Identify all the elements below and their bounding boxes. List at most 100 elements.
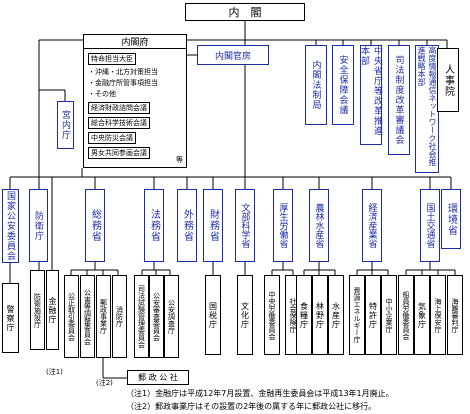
- agency-box: 公安審査委員会: [149, 275, 164, 358]
- ministry-label: 環境省: [445, 202, 457, 236]
- ministry-label: 農林水産省: [313, 203, 324, 248]
- ministry-label: 外務省: [181, 209, 193, 242]
- postal-corp-label: 郵 政 公 社: [138, 373, 178, 382]
- judicial-reform-council-box: 司法制度改革審議会: [388, 45, 410, 155]
- fsa-label: 金融庁: [48, 296, 57, 324]
- cabinet-box: 内 閣: [185, 3, 305, 21]
- agency-label: 資源エネルギー庁: [353, 287, 361, 343]
- imperial-household-box: 宮内庁: [57, 101, 74, 149]
- agency-label: 消防庁: [115, 306, 124, 327]
- agency-box: 中央労働委員会: [264, 275, 280, 355]
- fdma-box: 消防庁: [112, 275, 127, 358]
- ministry-nourin-box: 農林水産省: [309, 189, 329, 262]
- agency-box: 司法試験管理委員会: [134, 275, 149, 358]
- ministry-label: 財務省: [207, 209, 219, 242]
- agency-box: 郵政事業庁: [96, 275, 111, 358]
- minister-duty: ・沖縄・北方対策担当: [88, 68, 158, 76]
- ministry-kankyou-box: 環境省: [441, 189, 461, 249]
- agency-label: 社会保険庁: [289, 297, 297, 333]
- agency-box: 資源エネルギー庁: [349, 275, 365, 355]
- agency-label: 林野庁: [315, 301, 325, 329]
- agency-label: 特許庁: [368, 301, 378, 329]
- defense-agency-box: 防衛庁: [29, 189, 48, 262]
- fsa-box: 金融庁: [46, 270, 59, 350]
- ministry-label: 経済産業省: [366, 203, 377, 248]
- agency-box: 国税庁: [205, 275, 221, 355]
- agency-box: 気象庁: [414, 275, 430, 355]
- defense-facilities-box: 防衛施設庁: [30, 270, 45, 350]
- agency-box: 公正取引委員会: [64, 275, 79, 358]
- ministry-soumu-box: 総務省: [85, 189, 105, 262]
- council-box: 中央防災会議: [88, 132, 136, 144]
- top-body-label: 司法制度改革審議会: [393, 55, 404, 145]
- top-body-label: 内閣法制局: [310, 60, 321, 110]
- cabinet-office-box: 内閣府 特命担当大臣 ・沖縄・北方対策担当 ・金融庁所管事項担当 ・その他 経済…: [83, 34, 187, 168]
- agency-label: 公安審査委員会: [152, 292, 161, 341]
- ministry-label: 法務省: [148, 209, 160, 242]
- agency-label: 気象庁: [417, 301, 427, 329]
- it-strategy-headquarters-box: 高度情報通信ネットワーク社会推進戦略本部: [415, 45, 439, 173]
- ministry-kousei-box: 厚生労働省: [273, 189, 293, 262]
- minister-duty: ・金融庁所管事項担当: [88, 79, 158, 87]
- ministry-gaimu-box: 外務省: [177, 189, 197, 262]
- minister-duty: ・その他: [88, 90, 116, 98]
- agency-label: 海上保安庁: [434, 297, 442, 333]
- npa-label: 警察庁: [6, 304, 15, 332]
- top-body-label: 高度情報通信ネットワーク社会推進戦略本部: [417, 46, 437, 166]
- agency-label: 郵政事業庁: [99, 299, 108, 334]
- personnel-authority-box: 人事院: [437, 48, 459, 112]
- top-body-label: 中央省庁等改革推進本部: [359, 46, 382, 136]
- note-ref-1: (注1): [46, 368, 63, 376]
- agency-box: 公安調査庁: [164, 275, 179, 358]
- minister-box: 特命担当大臣: [88, 53, 136, 65]
- security-council-box: 安全保障会議: [332, 45, 354, 125]
- npa-box: 警察庁: [2, 283, 19, 353]
- agency-label: 食糧庁: [299, 301, 309, 329]
- agency-box: 林野庁: [312, 275, 328, 355]
- note-1: （注1）金融庁は平成12年7月設置、金融再生委員会は平成13年1月廃止。: [126, 389, 394, 398]
- ministry-label: 文部科学省: [239, 203, 250, 248]
- agency-label: 国税庁: [208, 301, 218, 329]
- ministry-keizai-box: 経済産業省: [362, 189, 382, 262]
- agency-box: 船員労働委員会: [398, 275, 414, 355]
- council-etc: 等: [176, 156, 183, 164]
- npsc-box: 国家公安委員会: [2, 189, 19, 263]
- top-body-label: 安全保障会議: [337, 55, 348, 115]
- defense-facilities-label: 防衛施設庁: [33, 292, 42, 328]
- ministry-label: 国土交通省: [424, 203, 435, 248]
- agency-box: 海難審判庁: [447, 275, 463, 355]
- agency-label: 中央労働委員会: [268, 290, 276, 340]
- agency-label: 文化庁: [240, 301, 250, 329]
- agency-box: 海上保安庁: [430, 275, 446, 355]
- agency-box: 文化庁: [237, 275, 253, 355]
- agency-box: 食糧庁: [296, 275, 312, 355]
- council-box: 総合科学技術会議: [88, 117, 150, 129]
- note-ref-2: (注2): [96, 379, 113, 387]
- cabinet-legislation-bureau-box: 内閣法制局: [305, 45, 327, 125]
- agency-label: 水産庁: [331, 301, 341, 329]
- npsc-label: 国家公安委員会: [5, 191, 15, 261]
- agency-label: 公正取引委員会: [67, 292, 76, 341]
- agency-label: 司法試験管理委員会: [137, 285, 146, 348]
- council-box: 経済財政諮問会議: [88, 102, 150, 114]
- cabinet-secretariat-box: 内閣官房: [197, 45, 269, 65]
- agency-box: 特許庁: [365, 275, 381, 355]
- ministry-monbu-box: 文部科学省: [235, 189, 255, 262]
- agency-label: 海難審判庁: [451, 297, 459, 333]
- cabinet-secretariat-label: 内閣官房: [214, 51, 251, 62]
- note-2: （注2）郵政事業庁はその設置の2年後の属する年に郵政公社に移行。: [126, 402, 377, 411]
- imperial-household-label: 宮内庁: [60, 110, 70, 140]
- agency-box: 水産庁: [328, 275, 344, 355]
- council-box: 男女共同参画会議: [88, 147, 150, 159]
- postal-corp-box: 郵 政 公 社: [127, 370, 189, 385]
- ministry-kokudo-box: 国土交通省: [420, 189, 440, 262]
- personnel-label: 人事院: [442, 63, 454, 97]
- agency-box: 公害等調整委員会: [80, 275, 95, 358]
- ministry-zaimu-box: 財務省: [203, 189, 223, 262]
- ministry-houmu-box: 法務省: [144, 189, 164, 262]
- agency-label: 船員労働委員会: [402, 290, 410, 340]
- cabinet-label: 内 閣: [228, 6, 262, 19]
- ministry-label: 総務省: [89, 209, 101, 242]
- agency-label: 公害等調整委員会: [83, 288, 92, 345]
- ministry-label: 厚生労働省: [277, 203, 288, 248]
